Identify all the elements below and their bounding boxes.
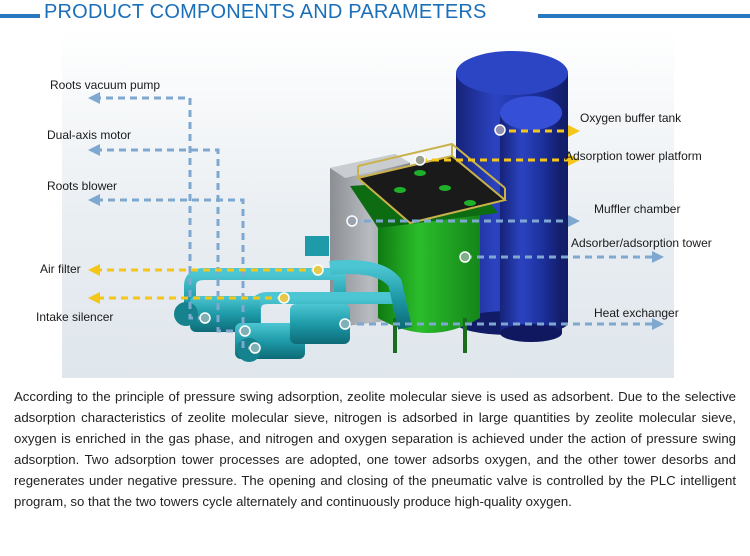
muffler-arrowhead bbox=[568, 215, 580, 227]
platform-arrowhead bbox=[568, 154, 580, 166]
dual-axis-motor-arrowhead bbox=[88, 144, 100, 156]
intake-silencer-dot bbox=[278, 292, 290, 304]
label-dual-axis-motor: Dual-axis motor bbox=[47, 128, 132, 142]
roots-vacuum-pump-arrow bbox=[100, 96, 205, 320]
label-adsorber-tower: Adsorber/adsorption tower bbox=[571, 236, 712, 250]
label-air-filter: Air filter bbox=[40, 262, 81, 276]
equipment-illustration bbox=[62, 28, 674, 378]
description-paragraph: According to the principle of pressure s… bbox=[14, 389, 736, 509]
label-muffler-chamber: Muffler chamber bbox=[594, 202, 681, 216]
adsorber-dot bbox=[459, 251, 471, 263]
label-roots-blower: Roots blower bbox=[47, 179, 118, 193]
roots-vacuum-pump-arrowhead bbox=[88, 92, 100, 104]
header-rule-left bbox=[0, 14, 40, 18]
roots-blower-arrow bbox=[100, 198, 255, 350]
label-intake-silencer: Intake silencer bbox=[36, 310, 114, 324]
roots-blower-arrowhead bbox=[88, 194, 100, 206]
heat-exchanger-arrowhead bbox=[652, 318, 664, 330]
label-roots-vacuum-pump: Roots vacuum pump bbox=[50, 78, 161, 92]
air-filter-arrowhead bbox=[88, 264, 100, 276]
air-filter-dot bbox=[312, 264, 324, 276]
callout-dots bbox=[199, 124, 506, 354]
intake-silencer-arrowhead bbox=[88, 292, 100, 304]
blower-dot bbox=[249, 342, 261, 354]
platform-dot bbox=[414, 154, 426, 166]
dual-axis-motor-arrow bbox=[100, 148, 245, 333]
oxygen-tank-dot bbox=[494, 124, 506, 136]
section-title: PRODUCT COMPONENTS AND PARAMETERS bbox=[44, 1, 487, 23]
label-heat-exchanger: Heat exchanger bbox=[594, 306, 679, 320]
equipment-diagram: Roots vacuum pump Dual-axis motor Roots … bbox=[0, 28, 750, 378]
callout-arrows bbox=[88, 92, 664, 350]
adsorption-platform-graphic bbox=[355, 142, 508, 225]
label-adsorption-tower-platform: Adsorption tower platform bbox=[565, 149, 702, 163]
adsorber-arrowhead bbox=[652, 251, 664, 263]
motor-dot bbox=[239, 325, 251, 337]
label-oxygen-buffer-tank: Oxygen buffer tank bbox=[580, 111, 682, 125]
section-header: PRODUCT COMPONENTS AND PARAMETERS bbox=[0, 0, 750, 26]
muffler-dot bbox=[346, 215, 358, 227]
oxygen-tank-arrowhead bbox=[568, 125, 580, 137]
vacuum-pump-dot bbox=[199, 312, 211, 324]
heat-exchanger-dot bbox=[339, 318, 351, 330]
header-rule-right bbox=[538, 14, 750, 18]
